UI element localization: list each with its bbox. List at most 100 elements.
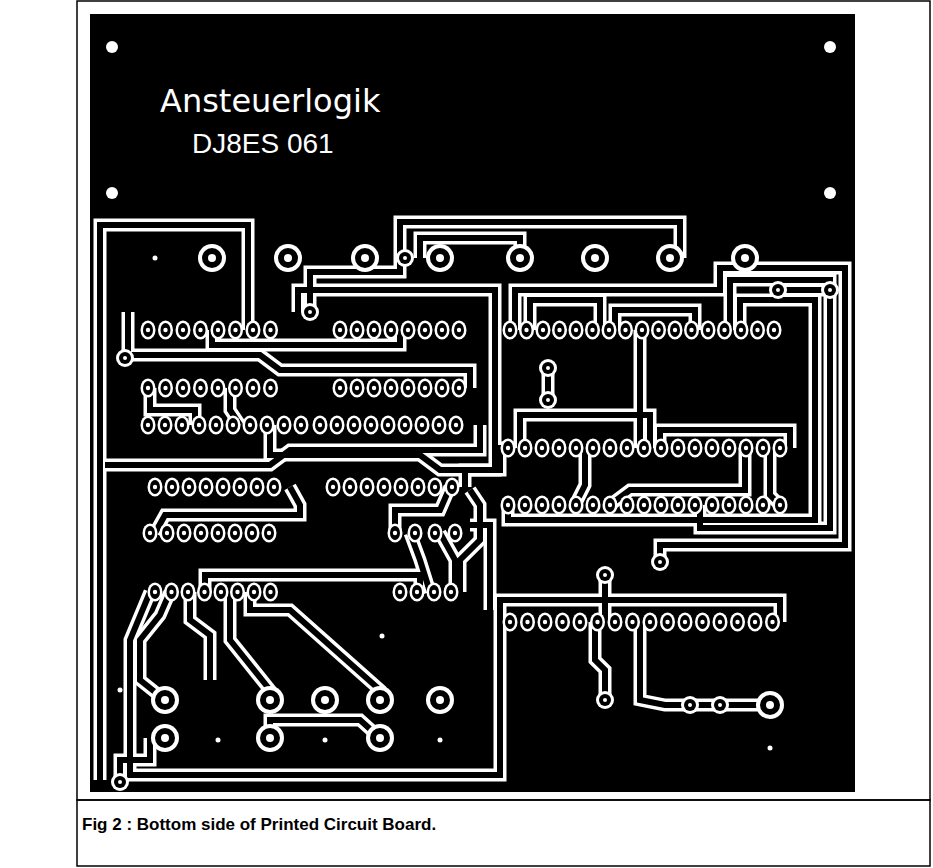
via-pad	[539, 359, 557, 377]
ic-pad	[360, 478, 375, 497]
ic-pad	[538, 613, 553, 632]
ic-pad	[520, 613, 535, 632]
ic-pad	[182, 478, 197, 497]
ic-pad	[452, 321, 467, 340]
ic-pad	[767, 321, 782, 340]
ic-pad	[625, 613, 640, 632]
ic-pad	[688, 439, 703, 458]
ic-pad	[654, 439, 669, 458]
via-pad	[681, 696, 699, 714]
ic-pad	[668, 321, 683, 340]
ic-pad	[643, 613, 658, 632]
ic-pad	[176, 321, 191, 340]
ic-pad	[651, 321, 666, 340]
ic-pad	[445, 478, 460, 497]
ic-pad	[435, 379, 450, 398]
ic-pad	[603, 439, 618, 458]
ic-pad	[177, 524, 192, 543]
ic-pad	[164, 583, 179, 602]
mounting-hole	[824, 41, 836, 53]
trace-isolation	[640, 622, 690, 705]
drill-mark	[323, 738, 328, 743]
ic-pad	[158, 321, 173, 340]
ic-pad	[193, 321, 208, 340]
ic-pad	[277, 416, 292, 435]
ic-pad	[637, 439, 652, 458]
via-pad	[711, 696, 729, 714]
ic-pad	[432, 416, 447, 435]
ic-pad	[398, 416, 413, 435]
ic-pad	[618, 321, 633, 340]
ic-pad	[350, 379, 365, 398]
ic-pad	[603, 496, 618, 515]
trace	[637, 330, 643, 448]
ic-pad	[401, 321, 416, 340]
ic-pad	[713, 613, 728, 632]
ic-pad	[226, 416, 241, 435]
ic-pad	[246, 379, 261, 398]
ic-pad	[250, 478, 265, 497]
ic-pad	[158, 416, 173, 435]
ic-pad	[245, 524, 260, 543]
ic-pad	[263, 583, 278, 602]
ic-pad	[364, 416, 379, 435]
ic-pad	[705, 496, 720, 515]
trace-isolation	[460, 490, 480, 592]
ic-pad	[211, 321, 226, 340]
ic-pad	[688, 496, 703, 515]
ic-pad	[608, 613, 623, 632]
ic-pad	[211, 379, 226, 398]
connector-pad	[351, 244, 379, 272]
ic-pad	[518, 439, 533, 458]
via-pad	[111, 773, 129, 791]
ic-pad	[199, 478, 214, 497]
connector-pad	[274, 244, 302, 272]
ic-pad	[165, 478, 180, 497]
trace	[130, 592, 780, 775]
drill-mark	[768, 746, 773, 751]
ic-pad	[722, 496, 737, 515]
drill-mark	[438, 738, 443, 743]
ic-pad	[418, 379, 433, 398]
connector-pad	[151, 686, 179, 714]
ic-pad	[756, 439, 771, 458]
connector-pad	[151, 724, 179, 752]
ic-pad	[388, 524, 403, 543]
via-pad	[651, 553, 669, 571]
copper-pour	[90, 14, 855, 792]
ic-pad	[141, 379, 156, 398]
trace-isolation	[100, 225, 248, 780]
ic-pad	[192, 416, 207, 435]
trace	[100, 225, 248, 780]
connector-pad	[731, 244, 759, 272]
ic-pad	[262, 524, 277, 543]
ic-pad	[197, 583, 212, 602]
ic-pad	[263, 379, 278, 398]
ic-pad	[326, 478, 341, 497]
ic-pad	[408, 524, 423, 543]
ic-pad	[773, 496, 788, 515]
ic-pad	[503, 321, 518, 340]
ic-pad	[501, 496, 516, 515]
figure-caption: Fig 2 : Bottom side of Printed Circuit B…	[82, 815, 436, 835]
drill-mark	[380, 634, 385, 639]
ic-pad	[415, 416, 430, 435]
ic-pad	[410, 583, 425, 602]
ic-pad	[620, 439, 635, 458]
connector-pad	[366, 724, 394, 752]
ic-pad	[384, 321, 399, 340]
ic-pad	[739, 439, 754, 458]
board-label: Ansteuerlogik	[160, 82, 380, 120]
ic-pad	[367, 321, 382, 340]
ic-pad	[343, 478, 358, 497]
ic-pad	[233, 478, 248, 497]
ic-pad	[602, 321, 617, 340]
ic-pad	[313, 416, 328, 435]
ic-pad	[175, 416, 190, 435]
ic-pad	[739, 496, 754, 515]
mounting-hole	[106, 187, 118, 199]
ic-pad	[143, 524, 158, 543]
ic-pad	[695, 613, 710, 632]
